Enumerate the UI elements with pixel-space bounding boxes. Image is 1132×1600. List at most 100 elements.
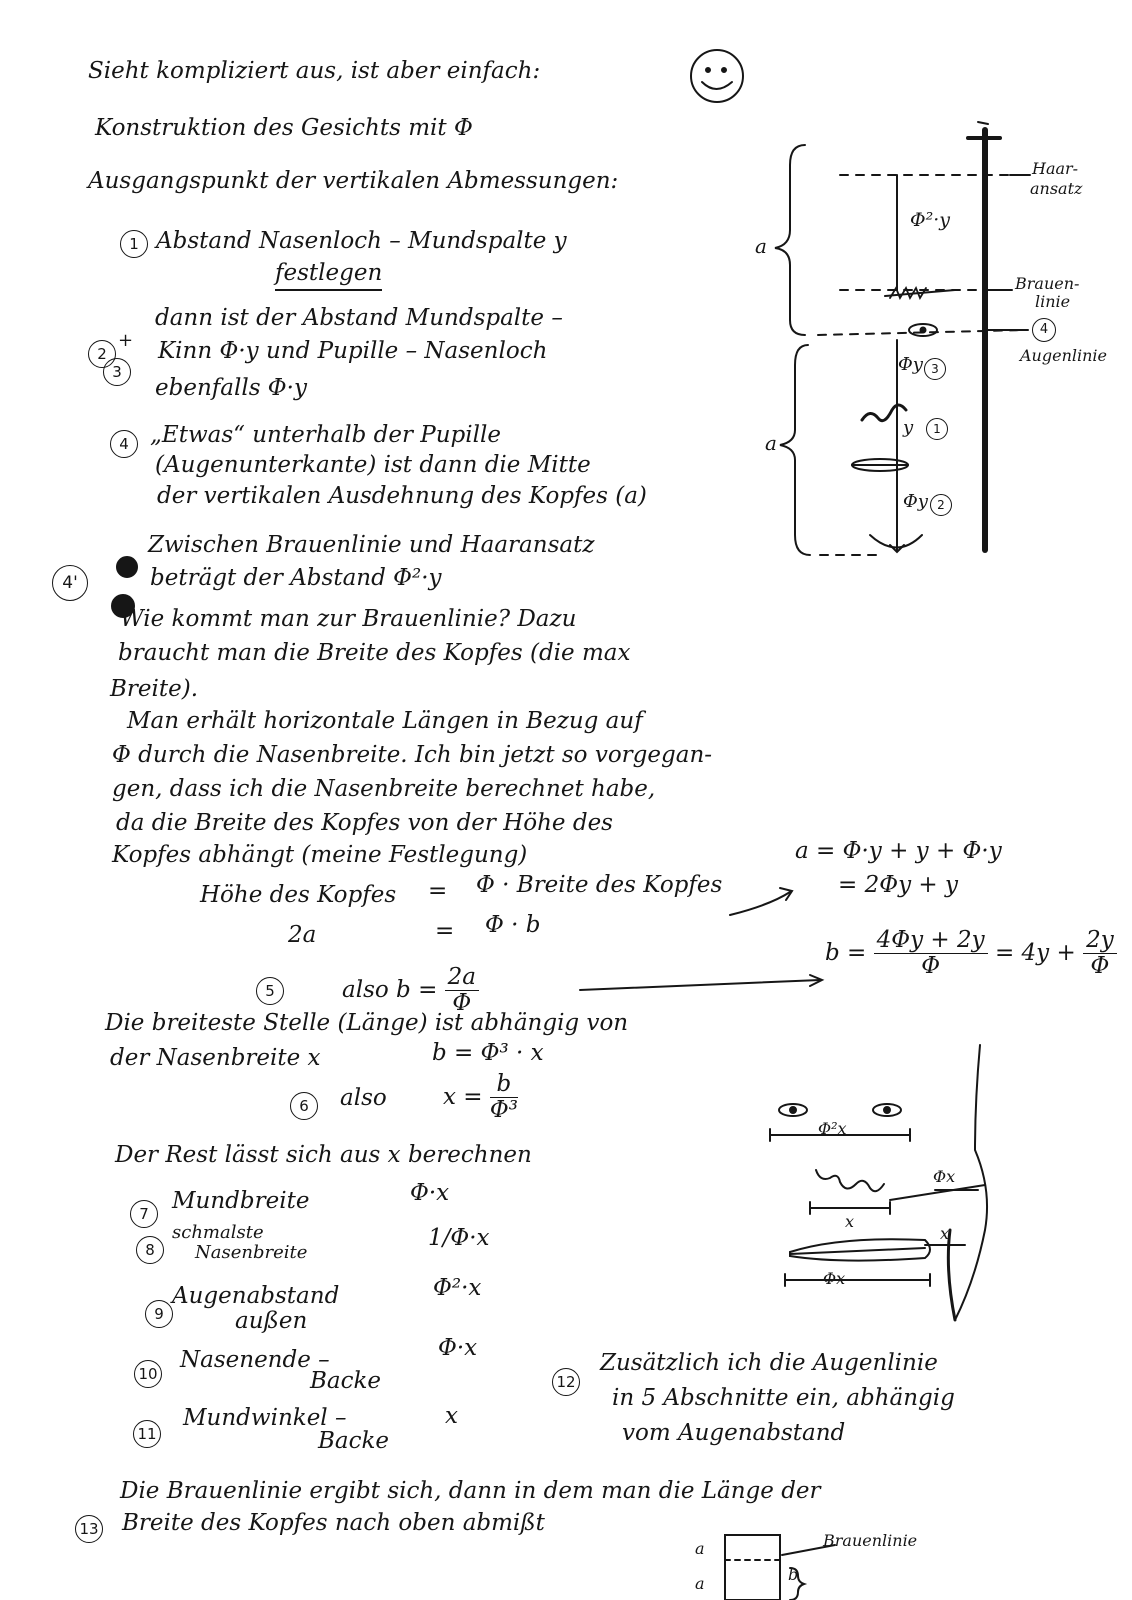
step-8-label: schmalste <box>172 1222 264 1243</box>
step-6-fraction: b Φ³ <box>489 1071 518 1124</box>
step-6-text: also <box>340 1085 387 1111</box>
step-10-value: Φ·x <box>438 1335 478 1361</box>
eq3-denominator: Φ <box>452 990 472 1017</box>
sketch-a-upper: a <box>695 1539 705 1558</box>
a-equation-line-1: a = Φ·y + y + Φ·y <box>795 838 1002 864</box>
label-haar-2: ansatz <box>1030 179 1083 198</box>
step-4-line-1: „Etwas“ unterhalb der Pupille <box>150 422 501 448</box>
smiley-face-icon <box>690 49 744 103</box>
step-6-x: x = <box>443 1083 483 1110</box>
step-23-line-2: Kinn Φ·y und Pupille – Nasenloch <box>158 338 548 364</box>
face-width-diagram <box>769 1044 989 1322</box>
step-11-label: Mundwinkel – <box>183 1405 347 1431</box>
step-7-label: Mundbreite <box>172 1188 310 1214</box>
intro-line-1: Sieht kompliziert aus, ist aber einfach: <box>88 58 541 84</box>
step-9-label: Augenabstand <box>172 1283 340 1309</box>
label-braue-1: Brauen- <box>1015 274 1080 293</box>
a-equation-line-2: = 2Φy + y <box>838 872 958 898</box>
step-9-number: 9 <box>145 1300 173 1328</box>
eq1-left: Höhe des Kopfes <box>200 882 397 908</box>
step-1-text: Abstand Nasenloch – Mundspalte y <box>156 228 567 254</box>
step-4b-line-2: beträgt der Abstand Φ²·y <box>150 565 442 591</box>
intro-line-2: Konstruktion des Gesichts mit Φ <box>95 115 473 141</box>
paragraph-line-5: Kopfes abhängt (meine Festlegung) <box>112 842 528 868</box>
step-5-number: 5 <box>256 977 284 1005</box>
step-1-underlined: festlegen <box>275 260 383 291</box>
label-phiy-3: Φy <box>898 354 923 375</box>
step-8-value: 1/Φ·x <box>428 1225 490 1251</box>
step-7-value: Φ·x <box>410 1180 450 1206</box>
width-line-1: Die breiteste Stelle (Länge) ist abhängi… <box>105 1010 629 1036</box>
eq2-right: Φ · b <box>485 912 541 938</box>
step-10-label-2: Backe <box>310 1368 382 1394</box>
note-12-line-1: Zusätzlich ich die Augenlinie <box>600 1350 938 1376</box>
step-11-label-2: Backe <box>318 1428 390 1454</box>
b-equation: b = 4Φy + 2y Φ = 4y + 2y Φ <box>825 927 1117 980</box>
b-numerator-2: 2y <box>1083 927 1117 955</box>
paragraph-line-4: da die Breite des Kopfes von der Höhe de… <box>116 810 613 836</box>
width-equation: b = Φ³ · x <box>432 1040 544 1066</box>
eq3-numerator: 2a <box>444 964 480 992</box>
face-label-x-right: x <box>940 1224 950 1243</box>
note-12-line-2: in 5 Abschnitte ein, abhängig <box>612 1385 955 1411</box>
question-line-3: Breite). <box>110 676 199 702</box>
eq3-fraction: 2a Φ <box>444 964 480 1017</box>
step-3-number: 3 <box>103 358 131 386</box>
b-numerator: 4Φy + 2y <box>873 927 988 955</box>
label-a-upper: a <box>755 234 767 258</box>
b-middle: = 4y + <box>994 939 1076 966</box>
label-phi2y: Φ²·y <box>910 209 950 231</box>
step-1-number: 1 <box>120 230 148 258</box>
eq2-left: 2a <box>288 922 317 948</box>
step-6-equation: x = b Φ³ <box>443 1071 518 1124</box>
label-augenlinie: Augenlinie <box>1020 346 1107 365</box>
label-phiy-2: Φy <box>903 491 928 512</box>
step-4-line-2: (Augenunterkante) ist dann die Mitte <box>155 452 591 478</box>
step-6-denominator: Φ³ <box>489 1097 518 1124</box>
step-11-number: 11 <box>133 1420 161 1448</box>
step-8-label-2: Nasenbreite <box>195 1242 308 1263</box>
arrow-to-b <box>579 979 821 991</box>
bottom-line-2: Breite des Kopfes nach oben abmißt <box>122 1510 545 1536</box>
paragraph-line-2: Φ durch die Nasenbreite. Ich bin jetzt s… <box>112 742 713 768</box>
label-y-1: y <box>903 417 914 438</box>
step-8-number: 8 <box>136 1236 164 1264</box>
paragraph-line-1: Man erhält horizontale Längen in Bezug a… <box>127 708 643 734</box>
b-denominator: Φ <box>921 953 941 980</box>
intro-line-3: Ausgangspunkt der vertikalen Abmessungen… <box>88 168 619 194</box>
question-line-1: Wie kommt man zur Brauenlinie? Dazu <box>120 606 577 632</box>
sketch-label-brauenlinie: Brauenlinie <box>823 1531 918 1550</box>
step-12-number: 12 <box>552 1368 580 1396</box>
note-12-line-3: vom Augenabstand <box>622 1420 846 1446</box>
step-4-line-3: der vertikalen Ausdehnung des Kopfes (a) <box>157 483 647 509</box>
step-13-number: 13 <box>75 1515 103 1543</box>
step-9-label-2: außen <box>235 1308 308 1334</box>
eq3-text: also b = <box>342 976 438 1003</box>
vertical-proportion-diagram <box>774 121 1031 556</box>
face-label-nose: Φx <box>823 1269 846 1288</box>
eq1-equals: = <box>428 878 448 904</box>
width-line-2: der Nasenbreite x <box>110 1045 321 1071</box>
step-4-number: 4 <box>110 430 138 458</box>
label-y-1-number: 1 <box>926 418 948 440</box>
step-10-number: 10 <box>134 1360 162 1388</box>
step-6-number: 6 <box>290 1092 318 1120</box>
paragraph-line-3: gen, dass ich die Nasenbreite berechnet … <box>112 776 656 802</box>
step-2-number: 2 <box>88 340 116 368</box>
eq1-right: Φ · Breite des Kopfes <box>476 872 723 898</box>
step-7-number: 7 <box>130 1200 158 1228</box>
face-label-mouth: x <box>845 1212 855 1231</box>
step-23-line-3: ebenfalls Φ·y <box>155 375 307 401</box>
face-label-eyes: Φ²x <box>818 1119 847 1138</box>
step-6-numerator: b <box>489 1071 518 1099</box>
b-frac-1: 4Φy + 2y Φ <box>873 927 988 980</box>
label-a-lower: a <box>765 431 777 455</box>
sketch-b: b <box>788 1565 799 1584</box>
eq3-prefix: also b = 2a Φ <box>342 964 480 1017</box>
step-4b-line-1: Zwischen Brauenlinie und Haaransatz <box>148 532 595 558</box>
step-23-line-1: dann ist der Abstand Mundspalte – <box>155 305 563 331</box>
arrow-to-a <box>729 891 791 916</box>
b-denominator-2: Φ <box>1090 953 1110 980</box>
